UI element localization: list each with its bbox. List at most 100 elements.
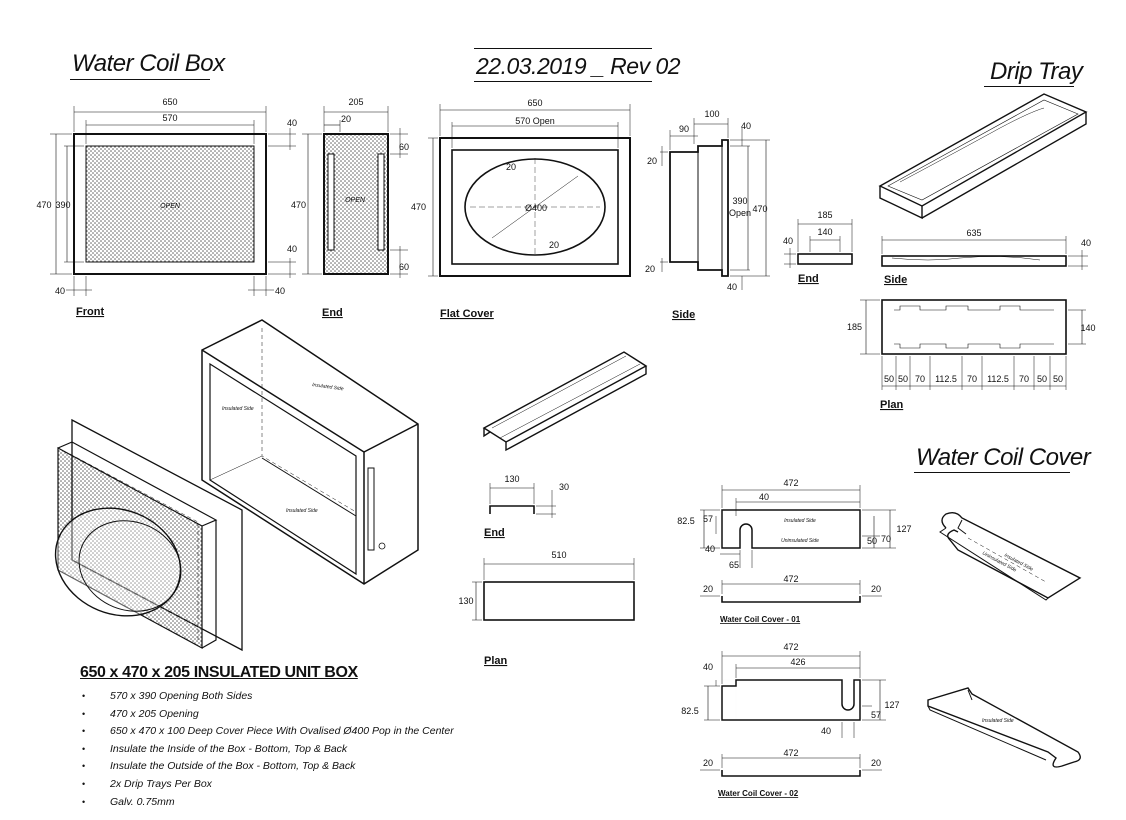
view-title-cover-02: Water Coil Cover - 02 [718,789,799,798]
dim-front-40-top: 40 [287,118,297,128]
notes-list: 570 x 390 Opening Both Sides 470 x 205 O… [80,688,500,811]
revision-underline [474,81,652,83]
dim-cover2-426: 426 [790,657,805,667]
dim-side-390: 390 [732,196,747,206]
notes-title: 650 x 470 x 205 INSULATED UNIT BOX [80,664,358,681]
cover-02-side [700,754,882,777]
dim-side-470: 470 [752,204,767,214]
dim-cover1-50: 50 [867,536,877,546]
dim-side-40-bot: 40 [727,282,737,292]
dim-tray-seg: 50 [898,374,908,384]
dim-end-470: 470 [291,200,306,210]
dim-cover-dia: Ø400 [525,203,547,213]
water-coil-box-heading: Water Coil Box [72,50,225,77]
dim-front-470: 470 [36,200,51,210]
dim-cover1-65: 65 [729,560,739,570]
heading-underline [70,79,210,81]
dim-tray-side-635: 635 [966,228,981,238]
dim-cover2-472: 472 [783,642,798,652]
insulated-side-label: Insulated Side [286,508,318,514]
dim-cover2p-472: 472 [783,748,798,758]
end-panel [323,133,389,275]
dim-tray-seg: 50 [1053,374,1063,384]
dim-side-40-top: 40 [741,121,751,131]
dim-side-90: 90 [679,124,689,134]
flat-cover-inner [451,149,619,265]
dim-cover1p-20-r: 20 [871,584,881,594]
dim-cover-650: 650 [527,98,542,108]
dim-cover1p-472: 472 [783,574,798,584]
insulated-side-label: Insulated Side [222,406,254,412]
dim-front-390: 390 [55,200,70,210]
view-title-channel-plan: Plan [484,655,508,667]
note-item: Insulate the Outside of the Box - Bottom… [80,758,500,776]
drip-tray-underline [984,86,1074,88]
note-item: 650 x 470 x 100 Deep Cover Piece With Ov… [80,723,500,741]
dim-cover1-40: 40 [759,492,769,502]
note-item: Insulate the Inside of the Box - Bottom,… [80,741,500,759]
drip-tray-end-view [784,219,853,268]
dim-cover1-70: 70 [881,534,891,544]
dim-side-20-bot: 20 [645,264,655,274]
cover-02-iso [927,687,1081,768]
dim-end-20: 20 [341,114,351,124]
view-title-end: End [322,307,343,319]
dim-tray-seg: 50 [884,374,894,384]
dim-cover2-127: 127 [884,700,899,710]
end-view [302,106,408,278]
water-coil-cover-heading: Water Coil Cover [916,444,1091,471]
cover1-insulated-label: Insulated Side [784,518,816,524]
dim-side-20-top: 20 [647,156,657,166]
dim-front-40-bl: 40 [55,286,65,296]
cover-01-plan [700,485,896,568]
view-title-flat-cover: Flat Cover [440,308,495,320]
dim-tray-seg: 70 [967,374,977,384]
dim-tray-seg: 112.5 [935,374,957,384]
dim-channel-510: 510 [551,550,566,560]
dim-cover-470: 470 [411,202,426,212]
flat-cover-outer [439,137,631,277]
note-item: 2x Drip Trays Per Box [80,776,500,794]
dim-cover-570-open: 570 Open [515,116,555,126]
water-coil-cover-underline [914,472,1070,474]
dim-tray-end-140: 140 [817,227,832,237]
view-title-channel-end: End [484,527,505,539]
dim-side-open: Open [729,208,751,218]
view-title-side: Side [672,309,695,321]
channel-end-view [489,483,556,518]
revision-heading: 22.03.2019 _ Rev 02 [476,53,681,79]
revision-underline [474,48,652,50]
cover2-iso-insulated: Insulated Side [982,718,1014,724]
drip-tray-plan-view [860,299,1086,390]
dim-cover1-40-b: 40 [705,544,715,554]
dim-cover2p-20-r: 20 [871,758,881,768]
note-item: 470 x 205 Opening [80,706,500,724]
dim-cover1-472: 472 [783,478,798,488]
front-view [50,106,296,296]
cover1-uninsulated-label: Uninsulated Side [781,538,819,544]
dim-front-40-right: 40 [287,244,297,254]
dim-tray-seg: 112.5 [987,374,1009,384]
dim-channel-plan-130: 130 [458,596,473,606]
dim-tray-seg: 70 [1019,374,1029,384]
cover-01-side [700,580,882,603]
dim-cover1p-20-l: 20 [703,584,713,594]
view-title-cover-01: Water Coil Cover - 01 [720,615,801,624]
dim-front-570: 570 [162,113,177,123]
dim-front-40-br: 40 [275,286,285,296]
dim-cover2-57: 57 [871,710,881,720]
front-open-label: OPEN [160,203,181,210]
view-title-front: Front [76,306,104,318]
dim-cover1-57: 57 [703,514,713,524]
dim-channel-30: 30 [559,482,569,492]
dim-tray-end-185: 185 [817,210,832,220]
dim-tray-seg: 70 [915,374,925,384]
channel-iso [482,351,648,452]
dim-cover2-40-b: 40 [821,726,831,736]
dim-cover2-82: 82.5 [681,706,699,716]
end-open-label: OPEN [345,197,366,204]
dim-end-60-top: 60 [399,142,409,152]
drip-tray-side-view [881,236,1088,270]
